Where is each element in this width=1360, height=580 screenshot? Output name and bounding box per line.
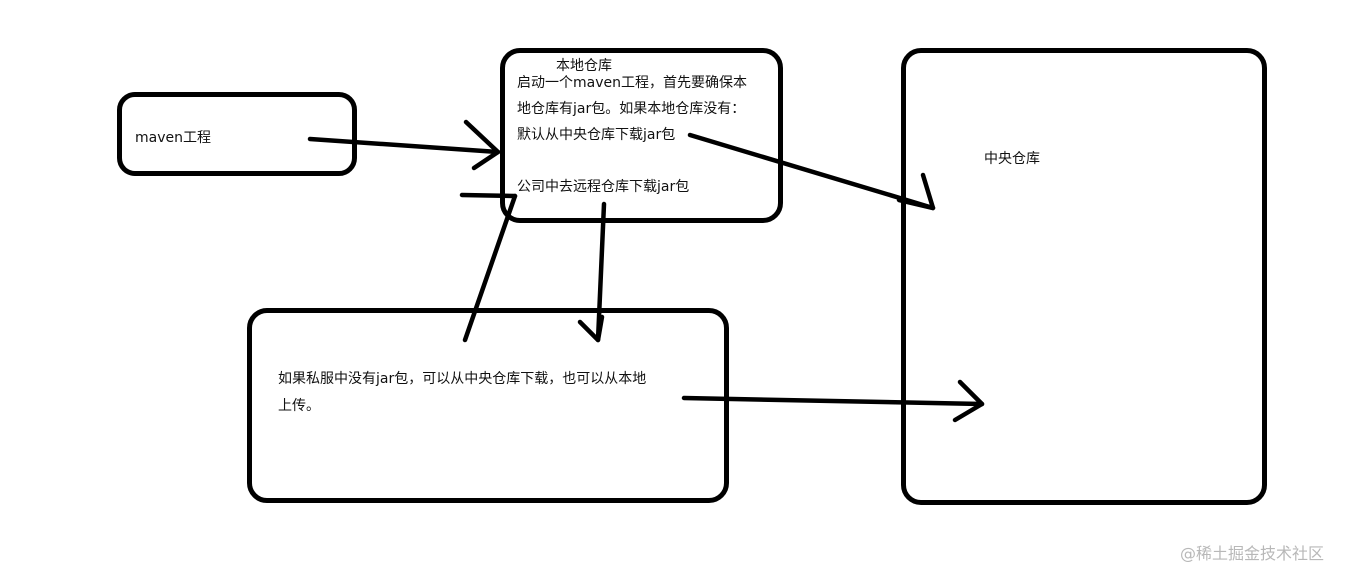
private-server-text-line: 上传。 (278, 398, 320, 414)
private-server-text-line: 如果私服中没有jar包，可以从中央仓库下载，也可以从本地 (278, 371, 647, 387)
central-repository-node (901, 48, 1267, 505)
arrow-private-to-central (681, 379, 985, 423)
local-repository-text-line: 地仓库有jar包。如果本地仓库没有： (517, 101, 746, 117)
local-repository-text-line: 启动一个maven工程，首先要确保本 (517, 75, 747, 91)
private-server-node (247, 308, 729, 503)
arrow-private-to-local (459, 192, 518, 343)
watermark: @稀土掘金技术社区 (1180, 544, 1325, 563)
maven-project-node (117, 92, 357, 176)
maven-project-label: maven工程 (135, 130, 211, 146)
arrow-maven-to-local (307, 119, 501, 171)
local-repository-node (500, 48, 783, 223)
arrow-local-to-central (687, 132, 936, 211)
local-repository-text-line: 公司中去远程仓库下载jar包 (517, 179, 690, 195)
central-repository-label: 中央仓库 (984, 151, 1040, 167)
local-repository-title: 本地仓库 (556, 58, 612, 74)
arrow-local-to-private (577, 201, 607, 343)
local-repository-text-line: 默认从中央仓库下载jar包 (517, 127, 676, 143)
